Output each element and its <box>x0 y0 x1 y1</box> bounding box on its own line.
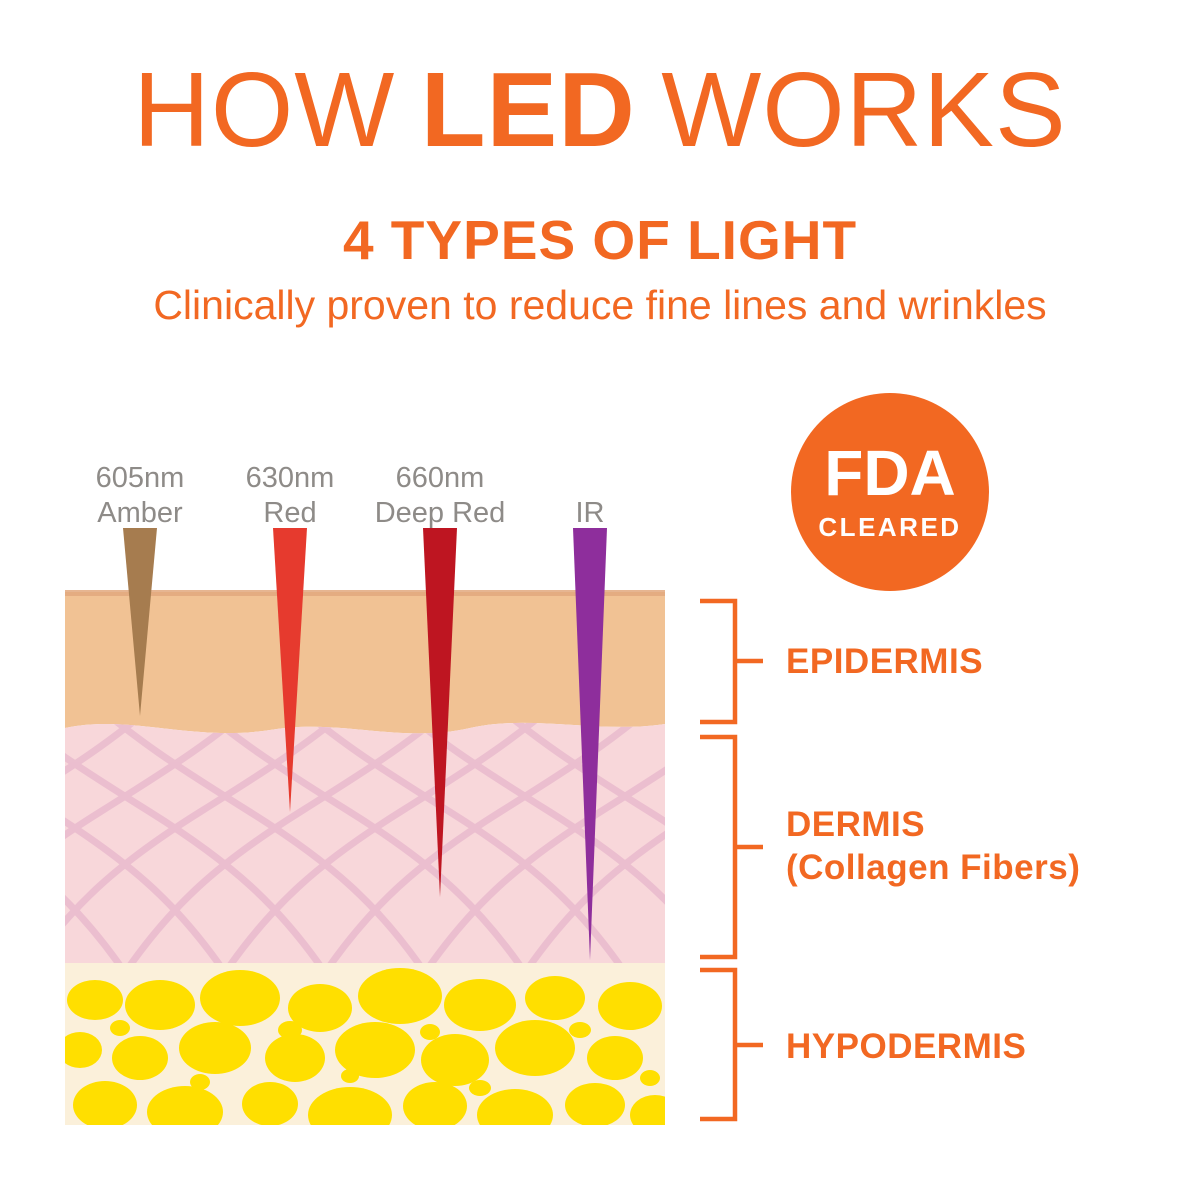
epidermis-layer <box>65 592 665 734</box>
subtitle: 4 TYPES OF LIGHT <box>342 209 858 271</box>
light-wavelength: 630nm <box>245 462 335 494</box>
layer-brackets <box>700 598 763 1122</box>
fat-cells <box>65 968 665 1125</box>
dermis-layer <box>65 722 665 963</box>
fda-cleared-badge: FDA CLEARED <box>791 393 989 591</box>
title-word-led: LED <box>420 51 636 169</box>
fda-badge-subtitle: CLEARED <box>818 512 962 542</box>
led-spike-ir <box>573 528 607 960</box>
title-word-how: HOW <box>133 51 396 169</box>
light-name: Red <box>263 497 317 529</box>
led-spike-amber <box>123 528 157 716</box>
label-dermis-title: DERMIS <box>786 805 926 844</box>
light-wavelength: 605nm <box>95 462 185 494</box>
tagline: Clinically proven to reduce fine lines a… <box>153 282 1047 328</box>
bracket-dermis <box>700 734 763 960</box>
title-word-works: WORKS <box>661 51 1067 169</box>
collagen-fibers-pattern <box>65 722 665 963</box>
label-epidermis: EPIDERMIS <box>786 642 984 681</box>
light-label-deep-red: 660nm Deep Red <box>355 461 525 531</box>
label-hypodermis: HYPODERMIS <box>786 1027 1027 1066</box>
bracket-hypodermis <box>700 967 763 1122</box>
epidermis-surface-line <box>65 590 665 596</box>
led-spike-deep-red <box>423 528 457 897</box>
led-spike-red <box>273 528 307 812</box>
label-dermis-subtitle: (Collagen Fibers) <box>786 848 1081 888</box>
light-name: Amber <box>97 497 183 529</box>
light-name: IR <box>575 497 605 529</box>
light-label-ir: IR <box>505 461 675 531</box>
light-name: Deep Red <box>374 497 506 529</box>
fda-badge-title: FDA <box>824 437 956 509</box>
light-label-red: 630nm Red <box>205 461 375 531</box>
light-label-amber: 605nm Amber <box>55 461 225 531</box>
label-dermis: DERMIS (Collagen Fibers) <box>786 803 1080 890</box>
light-wavelength: 660nm <box>395 462 485 494</box>
bracket-epidermis <box>700 598 763 725</box>
